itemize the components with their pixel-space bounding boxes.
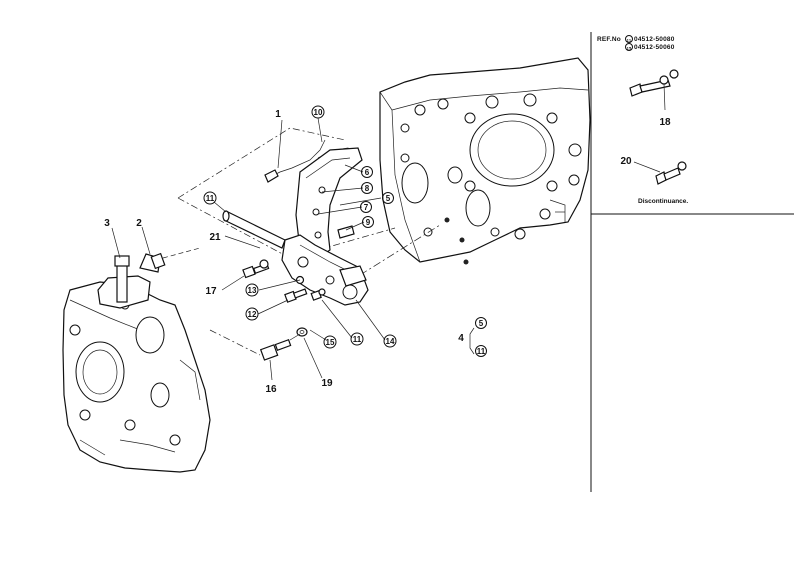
callout-11b: 11 bbox=[353, 335, 362, 344]
callout-12: 12 bbox=[248, 310, 257, 319]
ref-line-1: 04512-50080 bbox=[634, 36, 675, 43]
side-panel-parts bbox=[629, 69, 687, 185]
reference-note: REF.No 11 04512-50080 15 04512-50060 Dis… bbox=[597, 35, 688, 205]
callout-7: 7 bbox=[364, 203, 369, 212]
callout-18: 18 bbox=[659, 117, 671, 128]
thermostat-housing bbox=[97, 255, 151, 309]
engine-block-left bbox=[62, 281, 211, 473]
callout-11: 11 bbox=[206, 194, 215, 203]
callout-19: 19 bbox=[321, 378, 333, 389]
engine-block-right bbox=[379, 57, 591, 265]
ref-prefix: REF.No bbox=[597, 36, 621, 43]
ref-line-2: 04512-50060 bbox=[634, 44, 675, 51]
callout-labels: 1 2 3 4 5 5 6 7 8 9 10 11 11 11 12 13 14… bbox=[104, 105, 671, 395]
callout-10: 10 bbox=[314, 108, 323, 117]
callout-20: 20 bbox=[620, 156, 632, 167]
callout-1: 1 bbox=[275, 109, 281, 120]
callout-16: 16 bbox=[265, 384, 277, 395]
ref-marker-1: 11 bbox=[627, 38, 632, 43]
callout-11c: 11 bbox=[477, 347, 486, 356]
callout-2: 2 bbox=[136, 218, 142, 229]
callout-8: 8 bbox=[365, 184, 370, 193]
part-stack-4 bbox=[469, 327, 475, 355]
callout-4: 4 bbox=[458, 333, 464, 344]
callout-5: 5 bbox=[386, 194, 391, 203]
callout-13: 13 bbox=[248, 286, 257, 295]
main-housing bbox=[281, 234, 369, 306]
callout-5b: 5 bbox=[479, 319, 484, 328]
ref-marker-2: 15 bbox=[627, 46, 632, 51]
discontinuance-note: Discontinuance. bbox=[638, 198, 688, 205]
callout-6: 6 bbox=[365, 168, 370, 177]
callout-21: 21 bbox=[209, 232, 221, 243]
panel-dividers bbox=[590, 32, 794, 492]
callout-15: 15 bbox=[326, 338, 335, 347]
fasteners bbox=[242, 259, 326, 361]
temperature-sensor bbox=[139, 247, 201, 273]
callout-17: 17 bbox=[205, 286, 217, 297]
callout-14: 14 bbox=[386, 337, 395, 346]
callout-3: 3 bbox=[104, 218, 110, 229]
callout-9: 9 bbox=[366, 218, 371, 227]
leader-lines bbox=[111, 117, 386, 381]
shaft bbox=[222, 210, 286, 249]
